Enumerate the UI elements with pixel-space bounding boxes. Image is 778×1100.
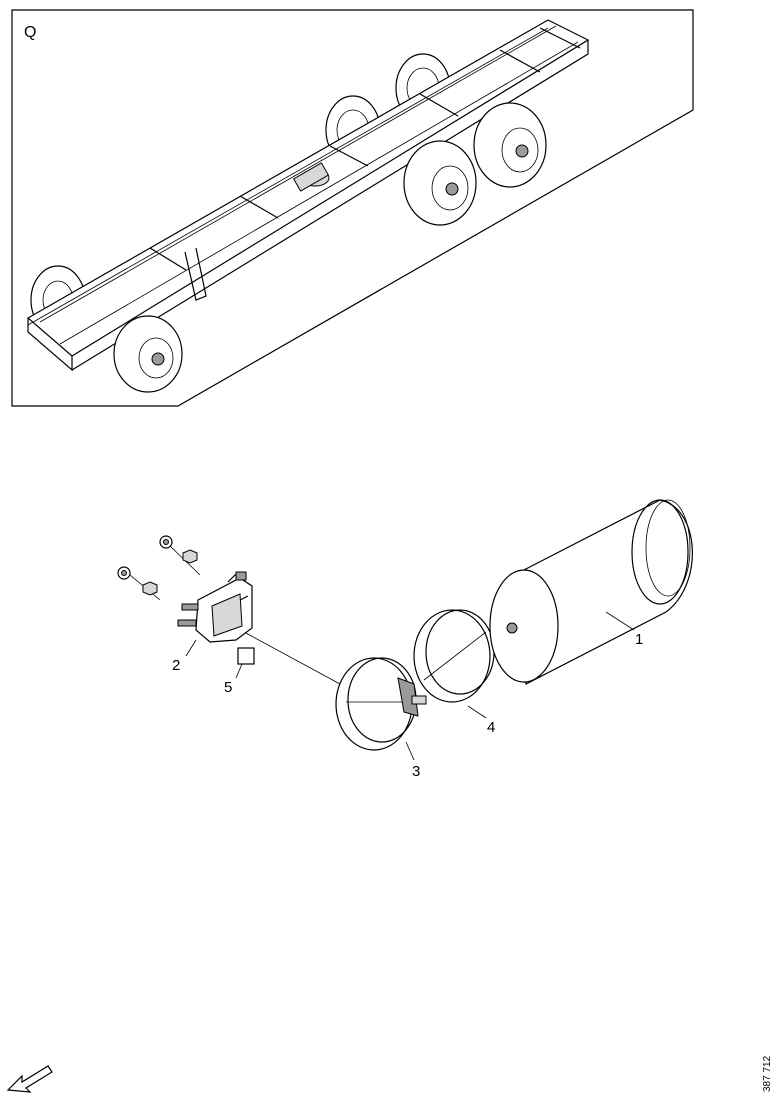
callout-2: 2: [172, 657, 180, 674]
rear-wheel-near-1: [403, 140, 477, 226]
strap-band: [413, 609, 495, 703]
inset-frame: [11, 9, 694, 407]
mounting-bracket: [177, 571, 253, 643]
callout-5: 5: [224, 679, 232, 696]
label-plate: [237, 647, 255, 665]
callout-4: 4: [487, 719, 495, 736]
washer-nut-upper: [159, 535, 198, 564]
exploded-view: 1 2 3 4 5: [117, 499, 693, 780]
chassis-inset: Q: [11, 9, 694, 407]
air-tank: [489, 499, 693, 685]
strap-clamp: [335, 657, 427, 751]
callout-1: 1: [635, 631, 643, 648]
direction-arrow-icon: [6, 1065, 53, 1093]
callout-3: 3: [412, 763, 420, 780]
washer-nut-lower: [117, 566, 158, 596]
rear-wheel-near-2: [473, 102, 547, 188]
inset-label: Q: [24, 24, 36, 41]
reference-number: 387 712: [762, 1055, 773, 1092]
front-wheel-near: [113, 315, 183, 393]
chassis-frame: [26, 19, 590, 372]
